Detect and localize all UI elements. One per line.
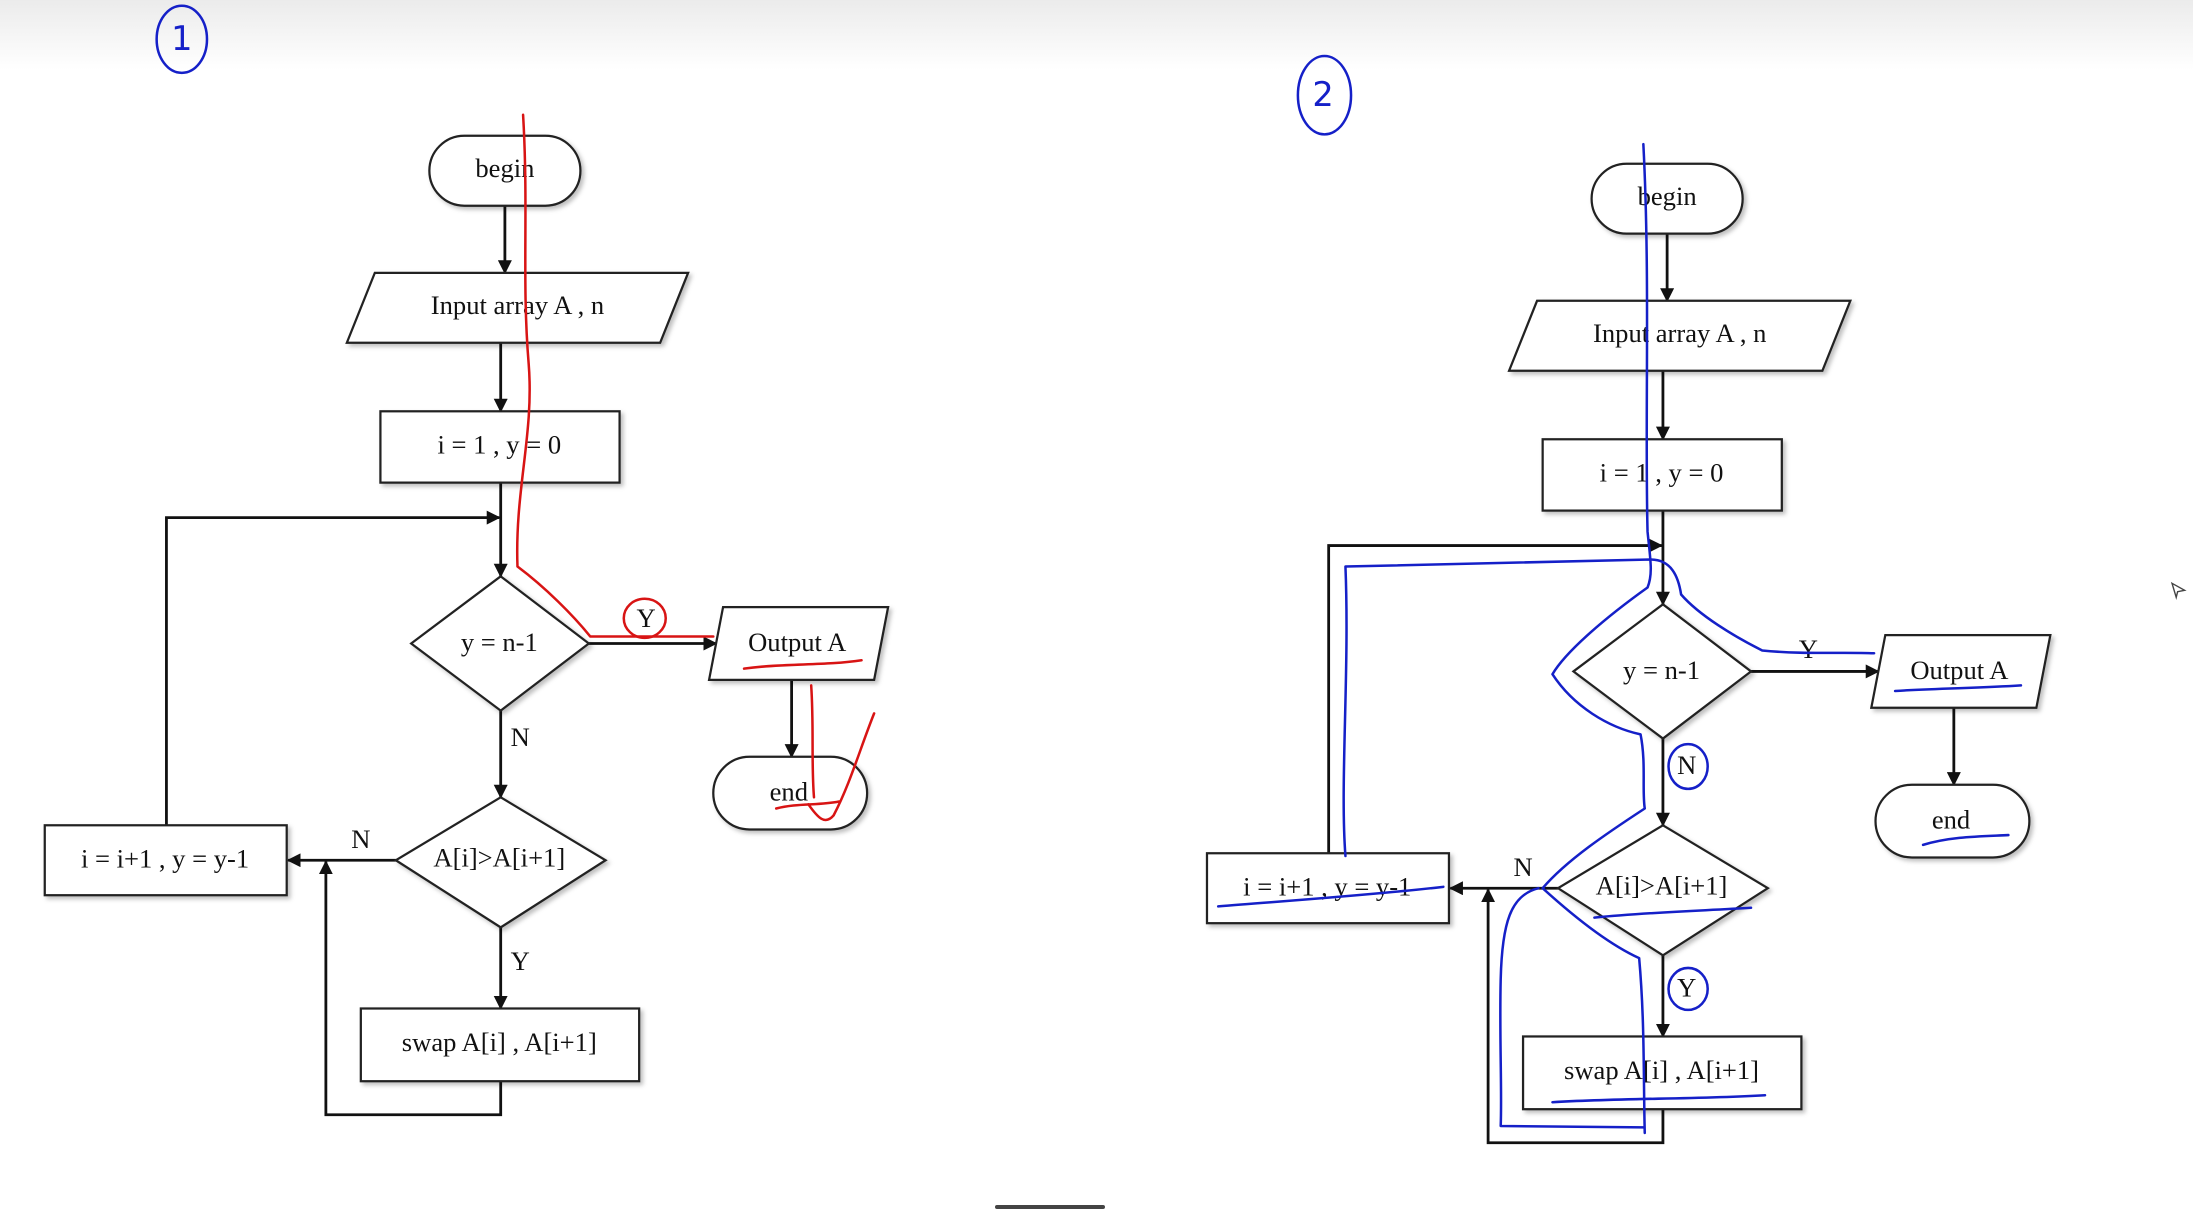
input-parallelogram	[345, 271, 690, 344]
end-label: end	[1932, 805, 1970, 835]
cond2-no-label: N	[351, 824, 370, 854]
init-process	[1541, 438, 1783, 512]
input-parallelogram	[1507, 299, 1852, 372]
swap-label: swap A[i] , A[i+1]	[1564, 1055, 1759, 1085]
init-label: i = 1 , y = 0	[1600, 458, 1724, 488]
output-label: Output A	[748, 627, 846, 657]
mouse-pointer-icon	[2170, 581, 2187, 600]
increment-process	[1205, 852, 1451, 925]
swap-process	[1521, 1035, 1803, 1111]
init-process	[379, 410, 621, 484]
flowchart-1: begin Input array A , n i = 1 , y = 0 y …	[43, 134, 890, 1117]
end-terminal	[1874, 783, 2031, 859]
input-label: Input array A , n	[1593, 318, 1766, 348]
cond2-yes-label: Y	[511, 946, 530, 976]
red-trace-annotation	[515, 113, 876, 822]
cond1-no-label: N	[1677, 750, 1696, 780]
flowchart-2: begin Input array A , n i = 1 , y = 0 y …	[1205, 162, 2052, 1145]
begin-terminal	[1590, 162, 1744, 235]
blue-trace-annotation	[1216, 142, 2023, 1135]
begin-terminal	[428, 134, 582, 207]
increment-process	[43, 824, 288, 897]
annotation-label-2: 2	[1296, 54, 1353, 136]
input-label: Input array A , n	[431, 290, 604, 320]
cond1-yes-label: Y	[1799, 634, 1818, 664]
cond2-decision	[1555, 823, 1770, 957]
output-label: Output A	[1910, 655, 2008, 685]
end-label: end	[770, 777, 808, 807]
top-band	[0, 0, 2193, 70]
init-label: i = 1 , y = 0	[437, 430, 561, 460]
swap-label: swap A[i] , A[i+1]	[402, 1027, 597, 1057]
svg-text:1: 1	[171, 19, 192, 58]
cond1-label: y = n-1	[461, 627, 538, 657]
increment-label: i = i+1 , y = y-1	[81, 844, 249, 874]
swap-process	[359, 1007, 641, 1083]
scrollbar[interactable]	[995, 1205, 1105, 1209]
begin-label: begin	[1638, 181, 1697, 211]
cond1-decision	[409, 574, 591, 712]
cond1-label: y = n-1	[1623, 655, 1700, 685]
connectors	[1327, 233, 1961, 1145]
cond2-label: A[i]>A[i+1]	[1596, 870, 1728, 900]
cond1-yes-label: Y	[637, 603, 656, 633]
cond1-decision	[1571, 602, 1753, 740]
end-terminal	[712, 755, 869, 831]
cond1-no-label: N	[511, 722, 530, 752]
connectors	[165, 205, 799, 1117]
annotation-label-1: 1	[155, 4, 209, 75]
cond2-no-label: N	[1513, 852, 1532, 882]
cond2-decision	[393, 796, 608, 929]
cond2-yes-label: Y	[1677, 972, 1696, 1002]
cond2-label: A[i]>A[i+1]	[433, 842, 565, 872]
svg-text:2: 2	[1312, 75, 1333, 114]
